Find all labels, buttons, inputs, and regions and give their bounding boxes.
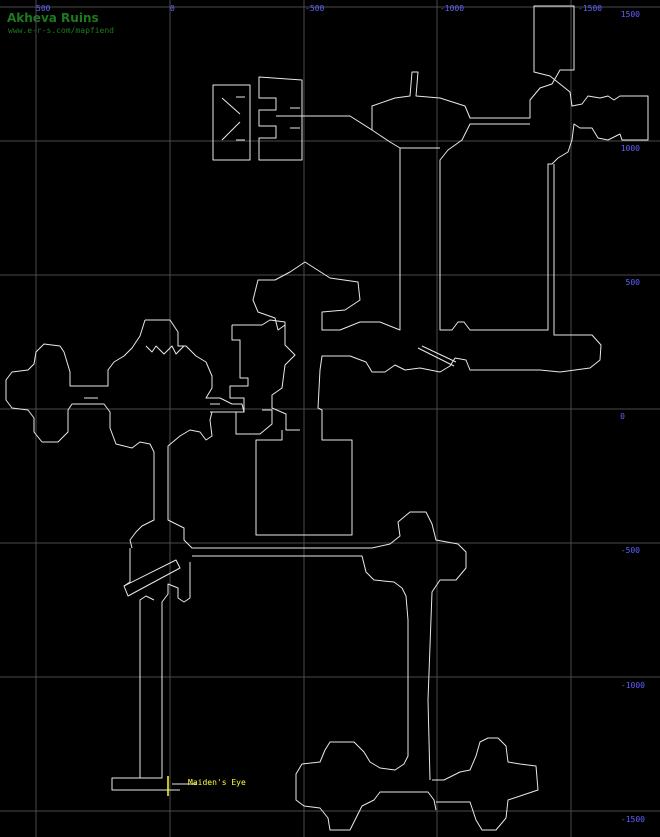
map-marker[interactable]: Maiden's Eye xyxy=(167,776,246,796)
x-axis-label: 0 xyxy=(170,4,175,13)
wall-outline xyxy=(145,345,185,355)
x-axis-label: -1500 xyxy=(578,4,602,13)
wall-outline xyxy=(145,319,467,781)
x-axis-label: -1000 xyxy=(440,4,464,13)
x-axis-label: -500 xyxy=(305,4,324,13)
wall-outline xyxy=(122,783,196,791)
wall-outline xyxy=(111,562,191,791)
y-axis-label: -1500 xyxy=(621,815,645,824)
wall-outline xyxy=(192,555,437,831)
dungeon-walls xyxy=(5,5,649,831)
wall-outline xyxy=(252,115,401,431)
y-axis-label: 1000 xyxy=(621,144,640,153)
wall-outline xyxy=(212,84,251,161)
wall-outline xyxy=(229,319,286,435)
wall-outline xyxy=(255,164,602,536)
x-axis-label: 500 xyxy=(36,4,51,13)
wall-outline xyxy=(417,345,457,367)
wall-outline xyxy=(258,76,303,161)
marker-label: Maiden's Eye xyxy=(188,778,246,787)
wall-outline xyxy=(123,559,181,597)
y-axis-label: -1000 xyxy=(621,681,645,690)
y-axis-label: 1500 xyxy=(621,10,640,19)
axis-labels: 500 0 -500 -1000 -1500 1500 1000 500 0 -… xyxy=(36,4,645,824)
wall-outline xyxy=(84,397,232,413)
wall-outline xyxy=(432,737,539,831)
wall-outline xyxy=(5,319,155,549)
wall-outline xyxy=(123,548,131,587)
wall-outline xyxy=(371,5,649,331)
map-source: www.e-r-s.com/mapfiend xyxy=(8,26,114,35)
y-axis-label: -500 xyxy=(621,546,640,555)
y-axis-label: 500 xyxy=(626,278,641,287)
map-title: Akheva Ruins xyxy=(7,11,99,25)
y-axis-label: 0 xyxy=(620,412,625,421)
